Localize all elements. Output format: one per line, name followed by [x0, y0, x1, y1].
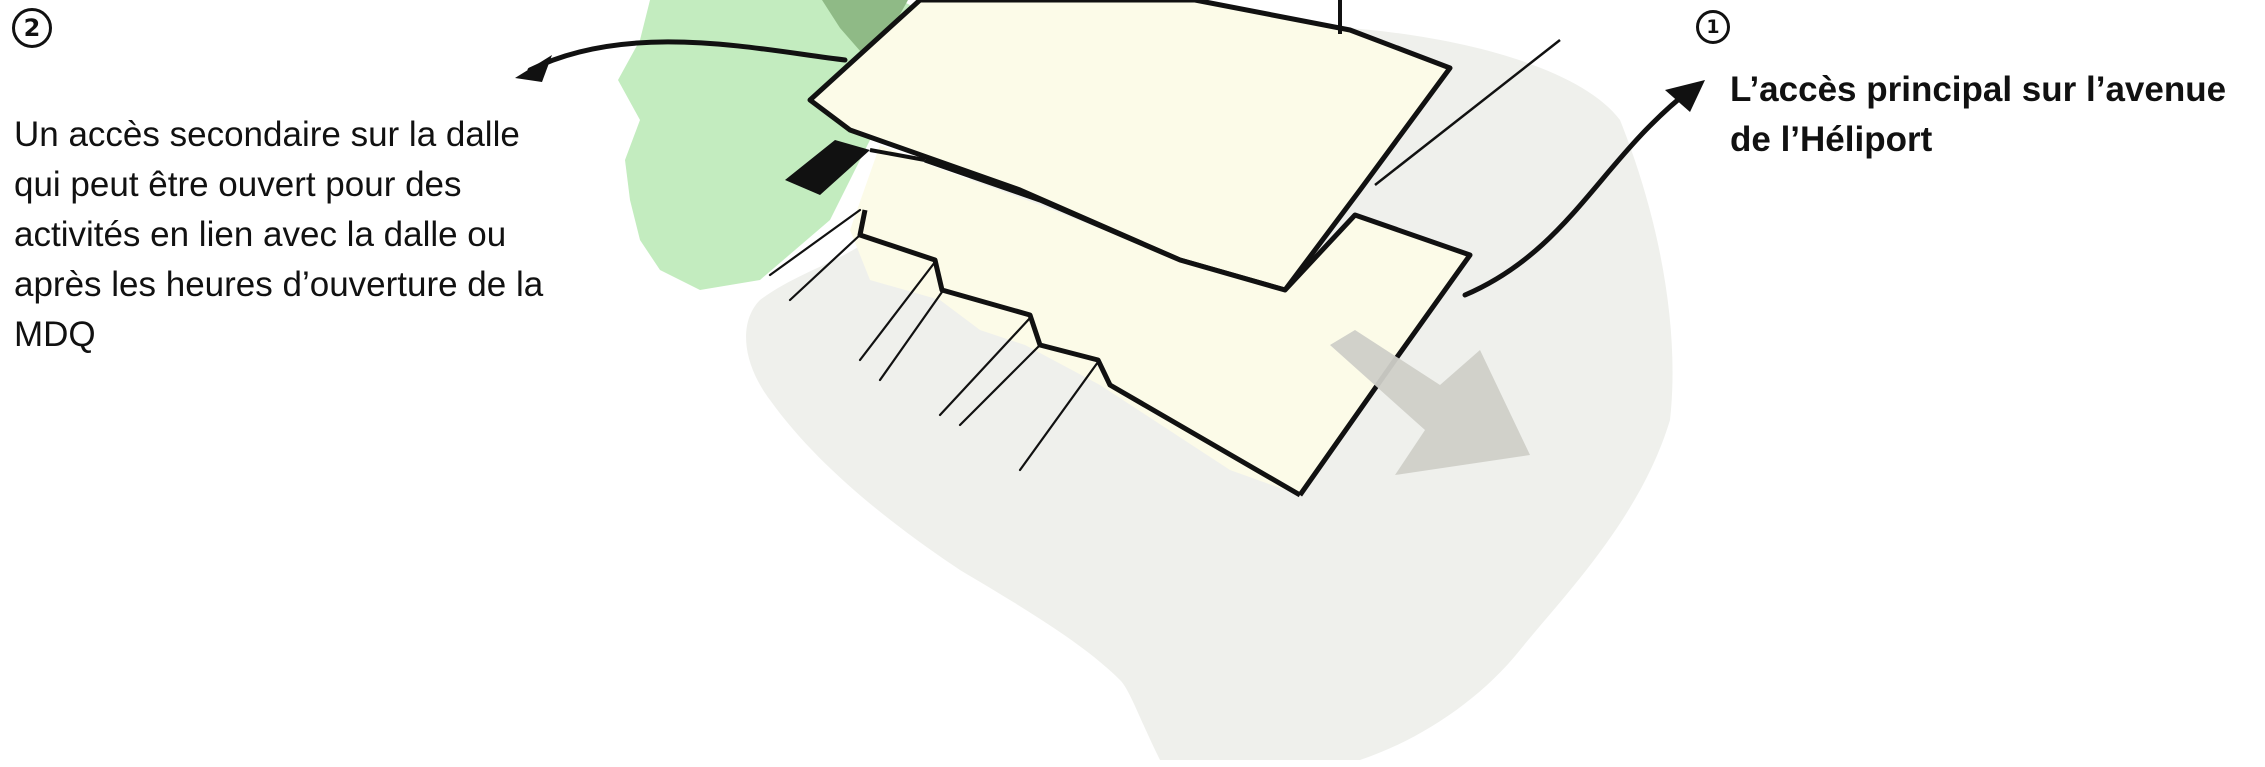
marker-number-1: 1 [1696, 10, 1730, 44]
main-access-callout-arrow [1462, 87, 1693, 298]
upper-slab [807, 0, 1453, 293]
entry-opening [785, 140, 870, 195]
main-access-arrowhead [1665, 80, 1705, 112]
grey-access-arrow [1330, 330, 1530, 475]
main-access-note: L’accès principal sur l’avenue de l’Héli… [1730, 70, 2227, 159]
building-edge-line [1374, 39, 1561, 186]
stepped-front-edge [857, 209, 1302, 498]
lower-slab-edge [924, 157, 1473, 497]
secondary-access-arrowhead [515, 55, 552, 82]
secondary-access-note: Un accès secondaire sur la dalle qui peu… [14, 115, 544, 354]
marker-number-2: 2 [12, 8, 52, 48]
stair-hatching [768, 208, 1100, 472]
connector-line [869, 148, 926, 162]
secondary-access-callout-arrow [527, 39, 848, 73]
lower-slab [850, 145, 1470, 495]
